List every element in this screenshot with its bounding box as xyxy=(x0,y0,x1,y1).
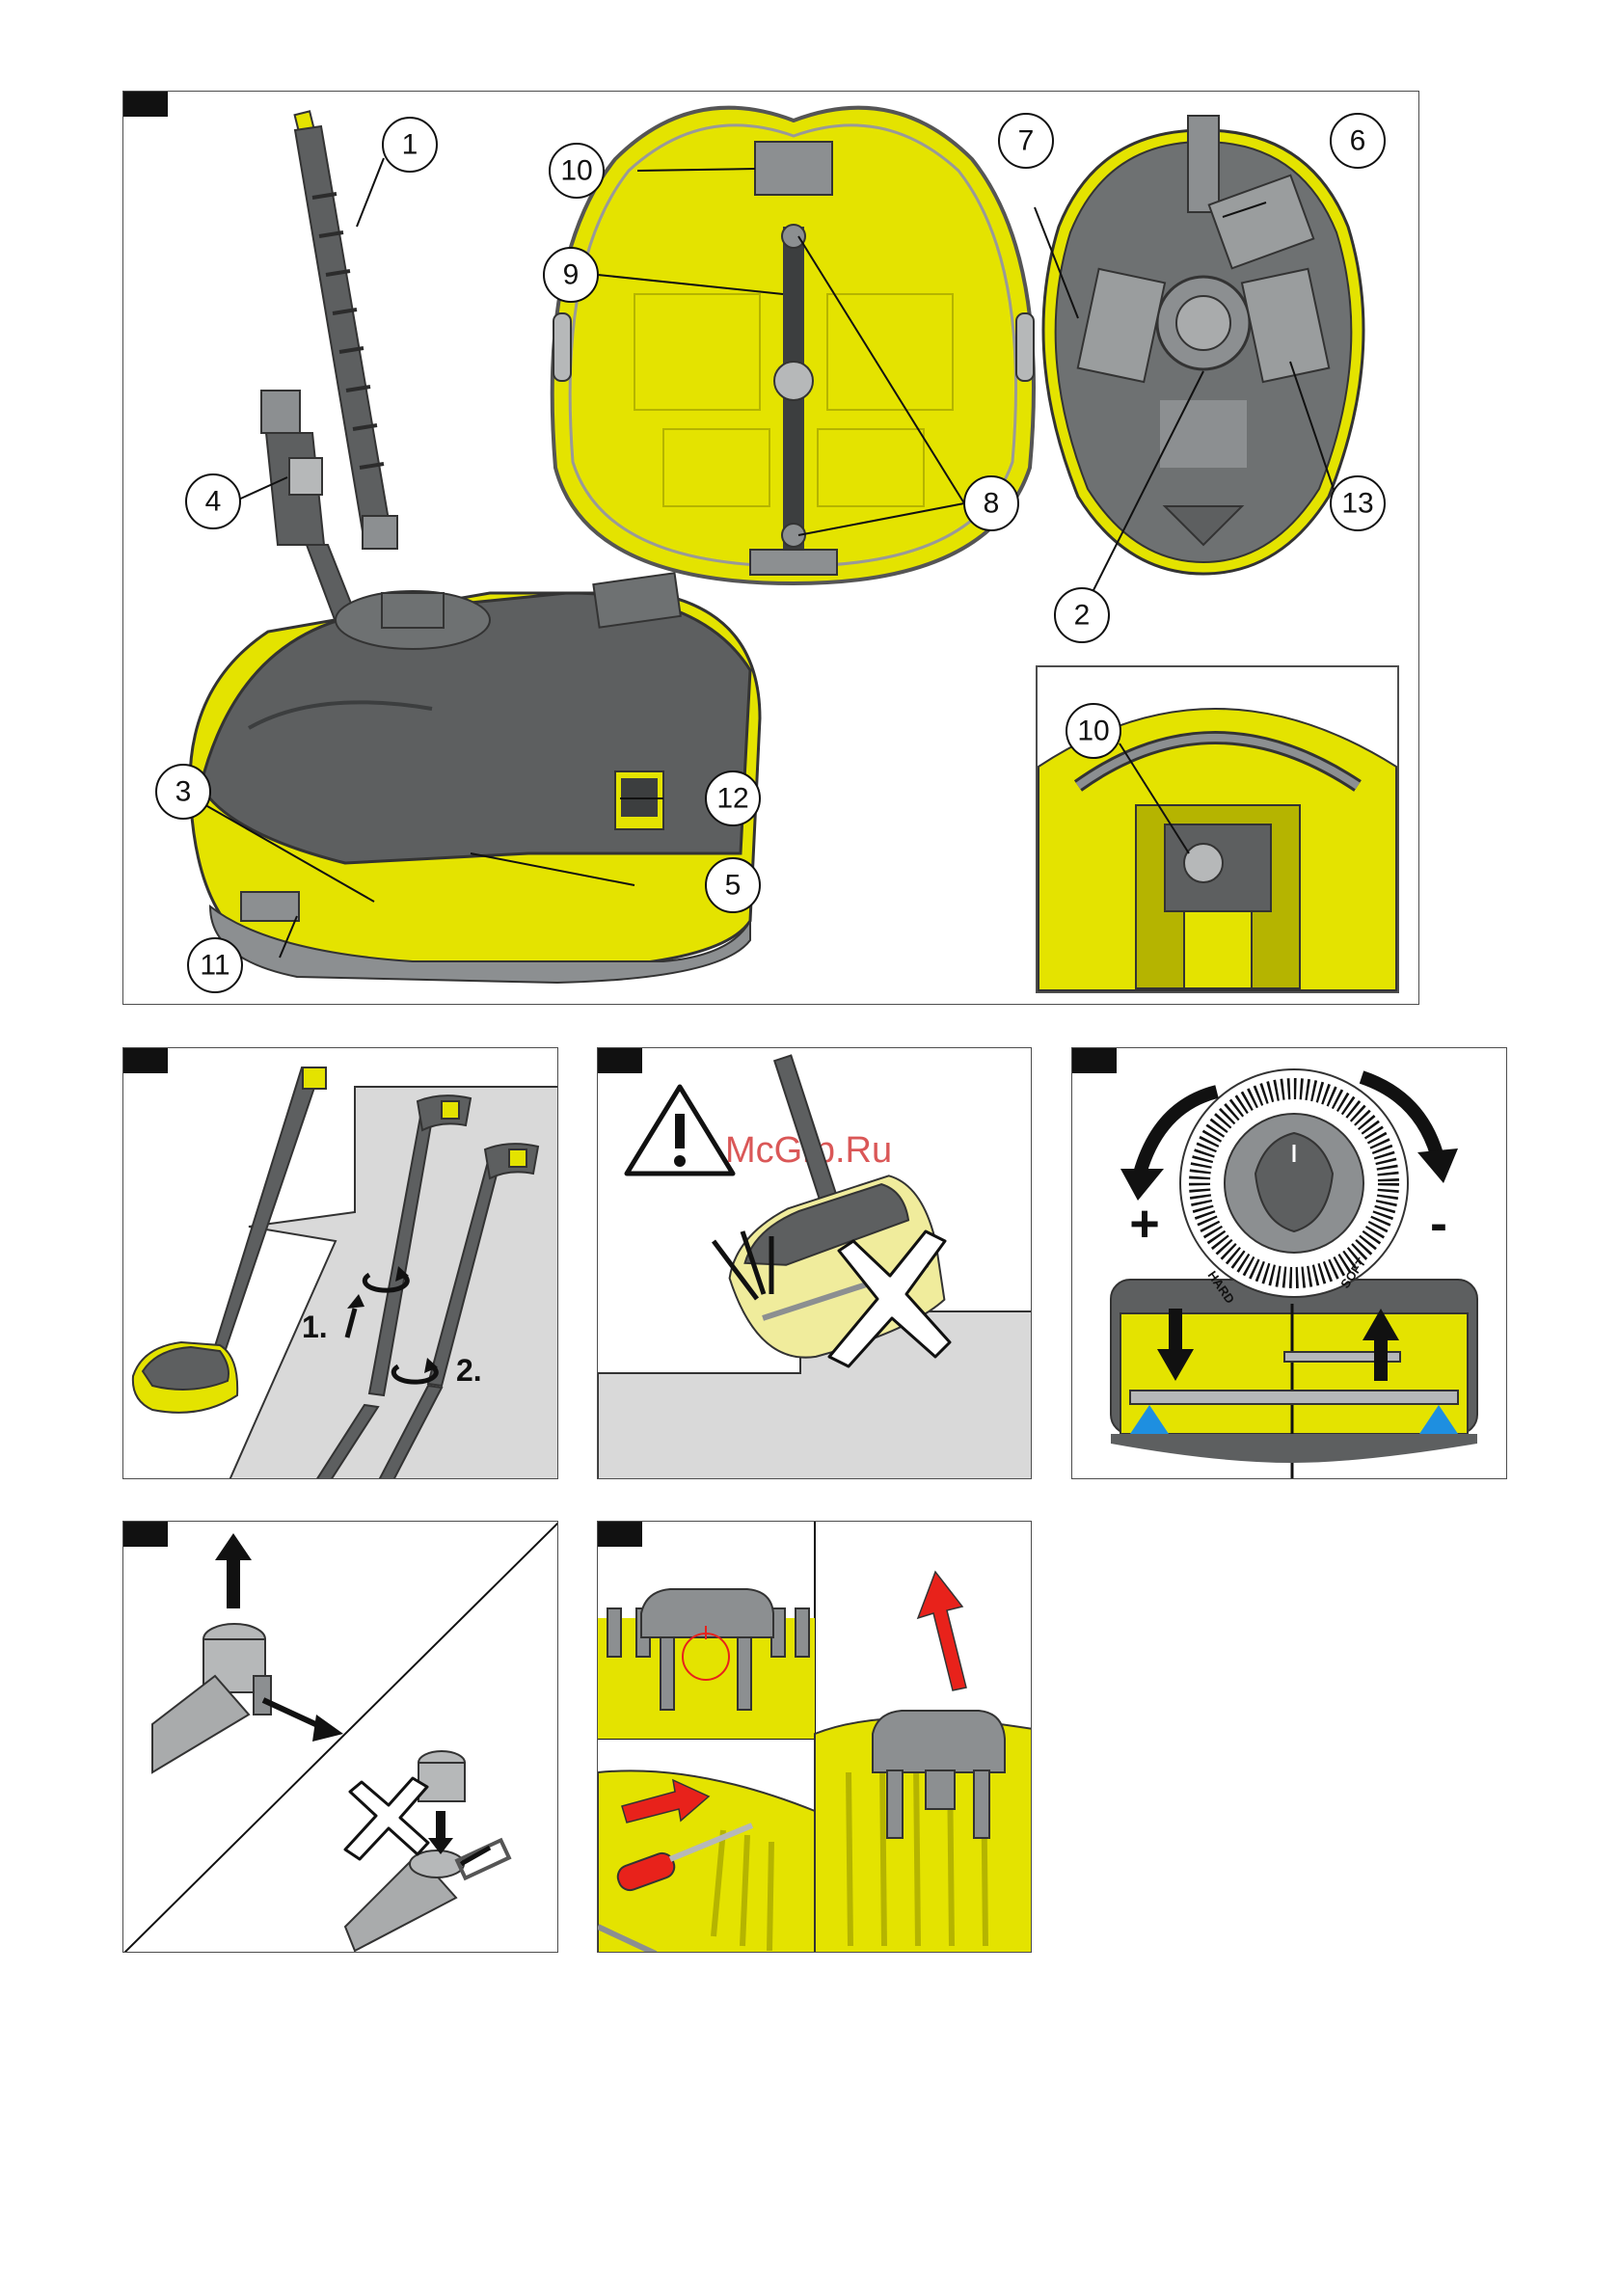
figure-tag xyxy=(123,1048,168,1073)
top-view-illustration xyxy=(1043,116,1363,574)
callout-3: 3 xyxy=(156,765,210,819)
nozzle-removed-illustration xyxy=(152,1624,271,1772)
figure-tag xyxy=(123,92,168,117)
svg-text:12: 12 xyxy=(716,783,748,815)
callout-8: 8 xyxy=(964,476,1018,530)
figure-tag xyxy=(1072,1048,1117,1073)
svg-text:10: 10 xyxy=(1077,716,1109,747)
step-2-label: 2. xyxy=(456,1353,482,1388)
down-right-arrow-icon xyxy=(263,1700,343,1742)
dial-illustration: HARD SOFT + - xyxy=(1072,1048,1507,1479)
nozzle-illustration xyxy=(123,1522,558,1953)
down-arrow-icon xyxy=(428,1811,453,1854)
figure-clip-panel xyxy=(597,1521,1032,1953)
figure-overview-panel: 1 2 3 4 5 6 7 8 9 10 10 11 12 13 xyxy=(122,91,1419,1005)
figure-warning-panel: McGrp.Ru xyxy=(597,1047,1032,1479)
overview-illustration: 1 2 3 4 5 6 7 8 9 10 10 11 12 13 xyxy=(123,92,1419,1005)
svg-text:10: 10 xyxy=(560,155,592,187)
figure-tag xyxy=(598,1048,642,1073)
figure-nozzle-panel xyxy=(122,1521,558,1953)
svg-text:13: 13 xyxy=(1341,488,1373,520)
svg-text:1: 1 xyxy=(402,129,418,161)
svg-text:8: 8 xyxy=(984,488,1000,520)
callout-4: 4 xyxy=(186,474,240,528)
callout-10: 10 xyxy=(550,144,604,198)
svg-text:2: 2 xyxy=(1074,600,1091,632)
surface-cleaner-body-illustration xyxy=(190,573,760,983)
callout-13: 13 xyxy=(1331,476,1385,530)
callout-12: 12 xyxy=(706,771,760,825)
figure-assembly-panel: 1. 2. xyxy=(122,1047,558,1479)
plus-sign: + xyxy=(1129,1195,1160,1253)
figure-dial-panel: HARD SOFT + - xyxy=(1071,1047,1507,1479)
svg-text:7: 7 xyxy=(1018,125,1035,157)
callout-5: 5 xyxy=(706,858,760,912)
callout-11: 11 xyxy=(188,938,242,992)
svg-text:9: 9 xyxy=(563,259,580,291)
clip-removed-detail xyxy=(815,1711,1032,1953)
up-arrow-icon xyxy=(215,1533,252,1608)
callout-9: 9 xyxy=(544,248,598,302)
svg-text:4: 4 xyxy=(205,486,222,518)
figure-tag xyxy=(598,1522,642,1547)
callout-6: 6 xyxy=(1331,114,1385,168)
svg-text:6: 6 xyxy=(1350,125,1366,157)
pressure-dial: HARD SOFT xyxy=(1180,1069,1408,1306)
minus-sign: - xyxy=(1430,1195,1447,1253)
warning-illustration: McGrp.Ru xyxy=(598,1048,1032,1479)
clip-illustration xyxy=(598,1522,1032,1953)
clip-detail-top xyxy=(598,1589,815,1739)
figure-tag xyxy=(123,1522,168,1547)
svg-text:3: 3 xyxy=(175,776,192,808)
cross-mark-icon xyxy=(345,1778,428,1859)
step-1-label: 1. xyxy=(302,1310,328,1344)
warning-icon xyxy=(627,1087,733,1174)
svg-text:5: 5 xyxy=(725,870,742,902)
red-arrow-icon xyxy=(918,1572,966,1690)
svg-text:11: 11 xyxy=(200,950,229,982)
callout-1: 1 xyxy=(383,118,437,172)
assembly-illustration: 1. 2. xyxy=(123,1048,558,1479)
callout-2: 2 xyxy=(1055,588,1109,642)
bottom-view-illustration xyxy=(553,108,1034,583)
callout-7: 7 xyxy=(999,114,1053,168)
callout-10-inset: 10 xyxy=(1066,704,1120,758)
